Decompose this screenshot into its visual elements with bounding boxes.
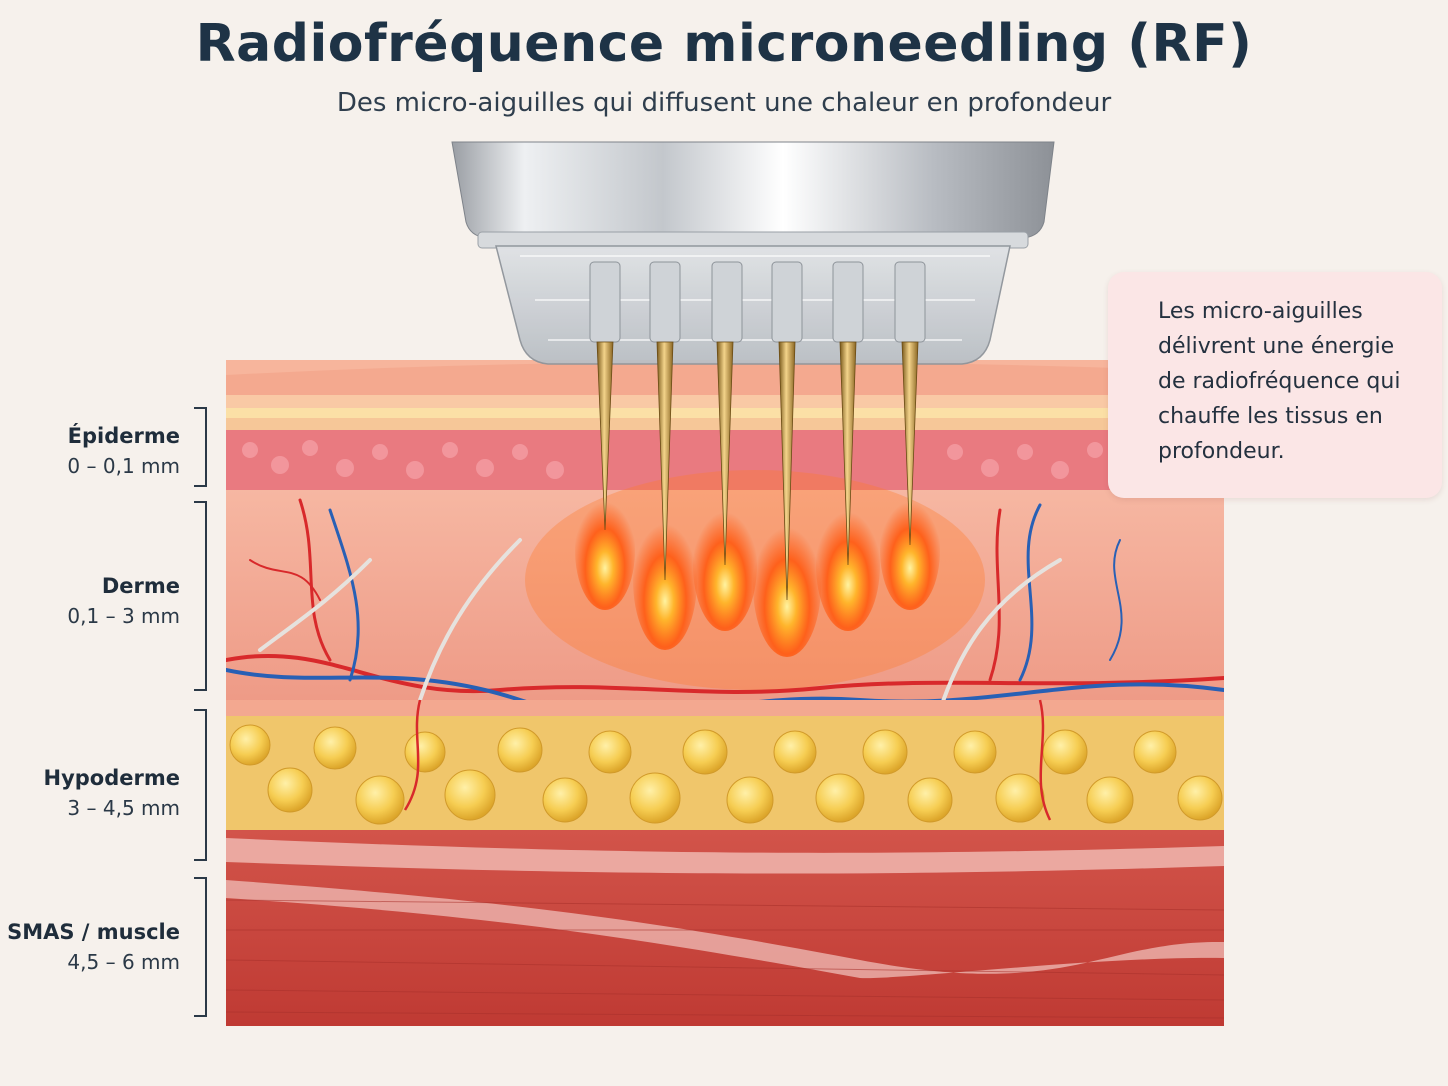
layer-label-dermis: Derme 0,1 – 3 mm (0, 574, 180, 628)
layer-depth: 3 – 4,5 mm (67, 796, 180, 820)
layer-depth: 4,5 – 6 mm (67, 950, 180, 974)
layer-label-hypodermis: Hypoderme 3 – 4,5 mm (0, 766, 180, 820)
nerve-fibers (258, 538, 1062, 712)
diagram-title: Radiofréquence microneedling (RF) (195, 14, 1253, 74)
layer-brackets (194, 407, 207, 1017)
layer-depth: 0 – 0,1 mm (67, 454, 180, 478)
callout-box: Les micro-aiguilles délivrent une énergi… (1108, 272, 1442, 498)
layer-name: Hypoderme (43, 766, 180, 790)
smas-fascia (226, 838, 1224, 874)
diagram-subtitle: Des micro-aiguilles qui diffusent une ch… (336, 88, 1112, 118)
micro-needles (596, 341, 919, 601)
rf-handpiece (451, 141, 1055, 365)
layer-label-smas-muscle: SMAS / muscle 4,5 – 6 mm (0, 920, 180, 974)
layer-label-epidermis: Épiderme 0 – 0,1 mm (0, 424, 180, 478)
layer-name: Épiderme (67, 424, 180, 448)
layer-name: Derme (101, 574, 180, 598)
layer-name: SMAS / muscle (7, 920, 180, 944)
fat-cells (229, 724, 1223, 825)
fat-capillaries (403, 699, 1052, 821)
layer-depth: 0,1 – 3 mm (67, 604, 180, 628)
